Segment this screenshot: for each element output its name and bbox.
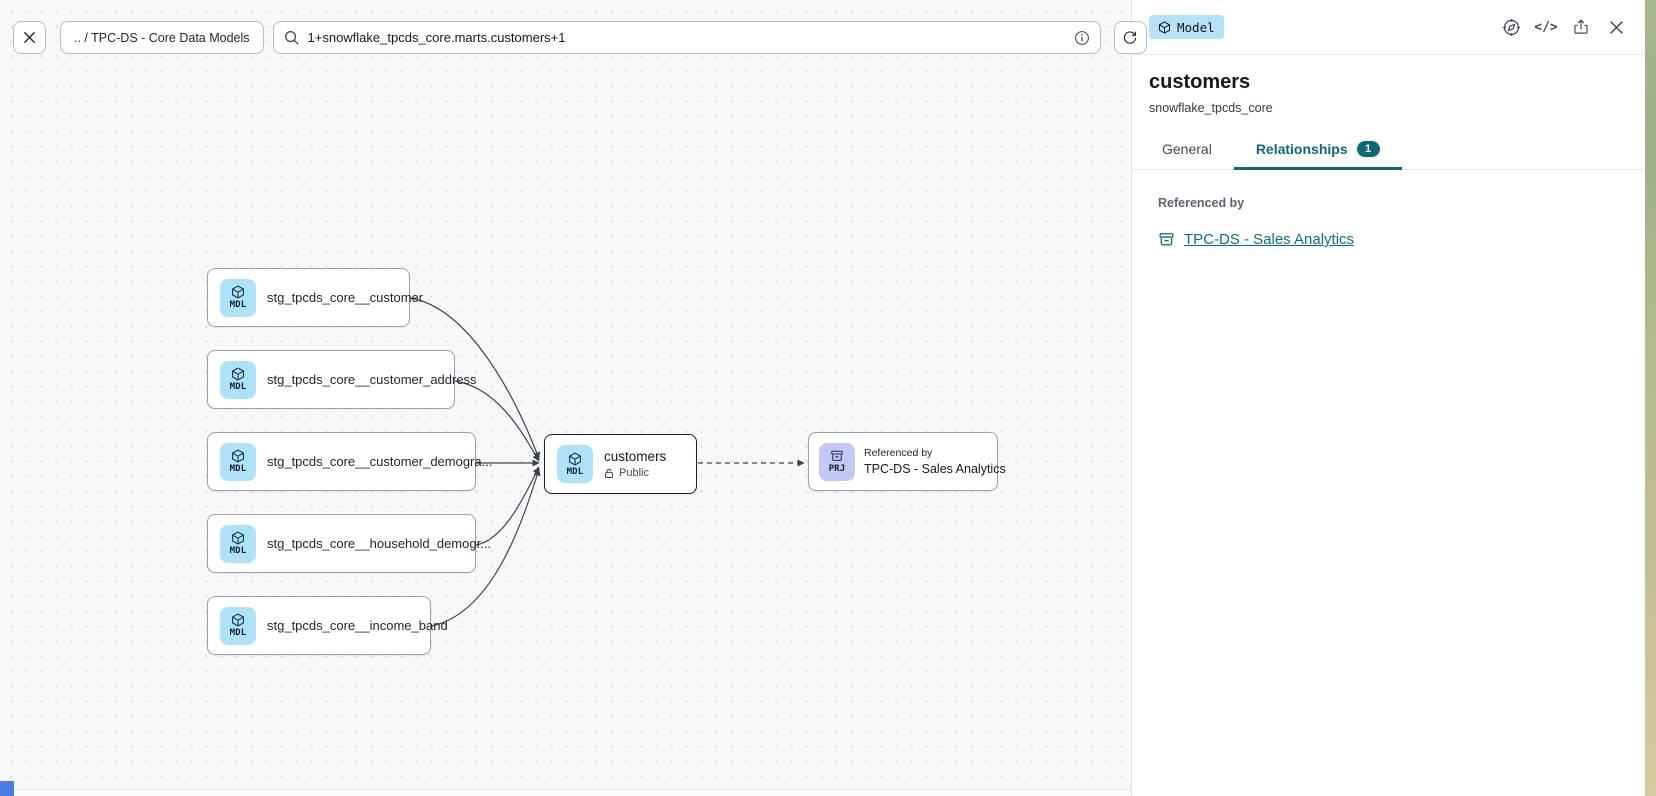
search-icon [284,30,300,46]
breadcrumb[interactable]: .. / TPC-DS - Core Data Models [60,21,264,54]
close-icon [1609,20,1623,34]
referenced-by-heading: Referenced by [1158,196,1245,210]
desktop-edge-strip [1645,0,1656,796]
lineage-toolbar: .. / TPC-DS - Core Data Models [13,21,1147,54]
cube-icon [232,449,244,463]
node-label: stg_tpcds_core__household_demogr... [267,536,492,551]
lineage-node-stg-customer-address[interactable]: MDL stg_tpcds_core__customer_address [207,350,477,409]
lineage-node-customers-selected[interactable]: MDL customers Public [544,434,697,494]
lineage-node-stg-customer[interactable]: MDL stg_tpcds_core__customer [207,268,423,327]
relationships-count-badge: 1 [1356,141,1380,157]
node-type-label: MDL [229,464,247,474]
referenced-by-item[interactable]: TPC-DS - Sales Analytics [1158,231,1628,248]
refresh-icon [1123,30,1137,44]
refresh-button[interactable] [1113,21,1147,54]
node-type-label: PRJ [828,464,846,474]
model-chip: MDL [557,445,593,483]
compass-icon [1502,18,1520,36]
lineage-node-referenced-project[interactable]: PRJ Referenced by TPC-DS - Sales Analyti… [808,432,1006,491]
info-icon[interactable] [1074,30,1090,46]
tab-general-label: General [1162,141,1212,157]
project-icon [1159,233,1174,246]
node-type-label: MDL [229,382,247,392]
lineage-search [272,21,1101,54]
model-chip: MDL [220,360,256,399]
project-subtitle: snowflake_tpcds_core [1149,101,1273,115]
cube-icon [1158,20,1171,34]
model-chip: MDL [220,524,256,563]
lineage-edges [409,297,805,627]
cube-icon [569,451,581,466]
view-code-button[interactable]: </> [1534,16,1558,38]
details-panel-header: Model </> [1132,0,1645,55]
share-icon [1574,19,1588,34]
details-panel: Model </> customers snowflake_tpcds_core… [1131,0,1645,796]
project-chip: PRJ [819,442,855,481]
close-panel-button[interactable] [1605,16,1627,38]
node-label: stg_tpcds_core__customer [267,290,424,305]
cube-icon [232,531,244,545]
node-type-label: MDL [229,628,247,638]
model-chip: MDL [220,278,256,317]
node-label: customers [604,449,667,464]
lineage-node-stg-household-demographics[interactable]: MDL stg_tpcds_core__household_demogr... [207,514,491,573]
tab-general[interactable]: General [1140,141,1234,169]
node-type-label: MDL [566,466,584,477]
bottom-left-blue-marker [0,781,14,796]
node-access-label: Public [619,467,649,479]
node-label: stg_tpcds_core__customer_address [267,372,477,387]
lineage-node-stg-income-band[interactable]: MDL stg_tpcds_core__income_band [207,596,448,655]
code-icon: </> [1534,19,1558,35]
referenced-by-link[interactable]: TPC-DS - Sales Analytics [1184,231,1355,248]
tab-relationships-label: Relationships [1255,141,1348,157]
share-button[interactable] [1570,16,1592,38]
project-icon [831,450,843,461]
canvas-bottom-strip [0,790,1131,796]
cube-icon [232,613,244,627]
close-icon [23,31,36,44]
node-label: TPC-DS - Sales Analytics [864,462,1006,476]
lineage-node-stg-customer-demographics[interactable]: MDL stg_tpcds_core__customer_demogra... [207,432,492,491]
model-chip: MDL [220,442,256,481]
node-type-label: MDL [229,546,247,556]
tab-relationships[interactable]: Relationships 1 [1233,141,1402,170]
node-label: stg_tpcds_core__income_band [267,618,448,633]
node-type-label: MDL [229,300,247,310]
panel-tabs: General Relationships 1 [1132,141,1645,170]
explore-lineage-button[interactable] [1500,16,1522,38]
resource-type-label: Model [1177,19,1215,35]
resource-type-badge: Model [1149,15,1224,39]
model-chip: MDL [220,606,256,645]
cube-icon [232,285,244,299]
breadcrumb-label: .. / TPC-DS - Core Data Models [74,30,250,45]
unlock-icon [604,468,613,478]
node-label: stg_tpcds_core__customer_demogra... [267,454,493,469]
cube-icon [232,367,244,381]
lineage-canvas[interactable]: MDL stg_tpcds_core__customer MDL stg_tpc… [0,0,1131,790]
close-lineage-button[interactable] [13,21,46,54]
search-input[interactable] [307,30,1066,45]
page-title: customers [1149,71,1251,93]
node-kicker: Referenced by [864,447,933,459]
